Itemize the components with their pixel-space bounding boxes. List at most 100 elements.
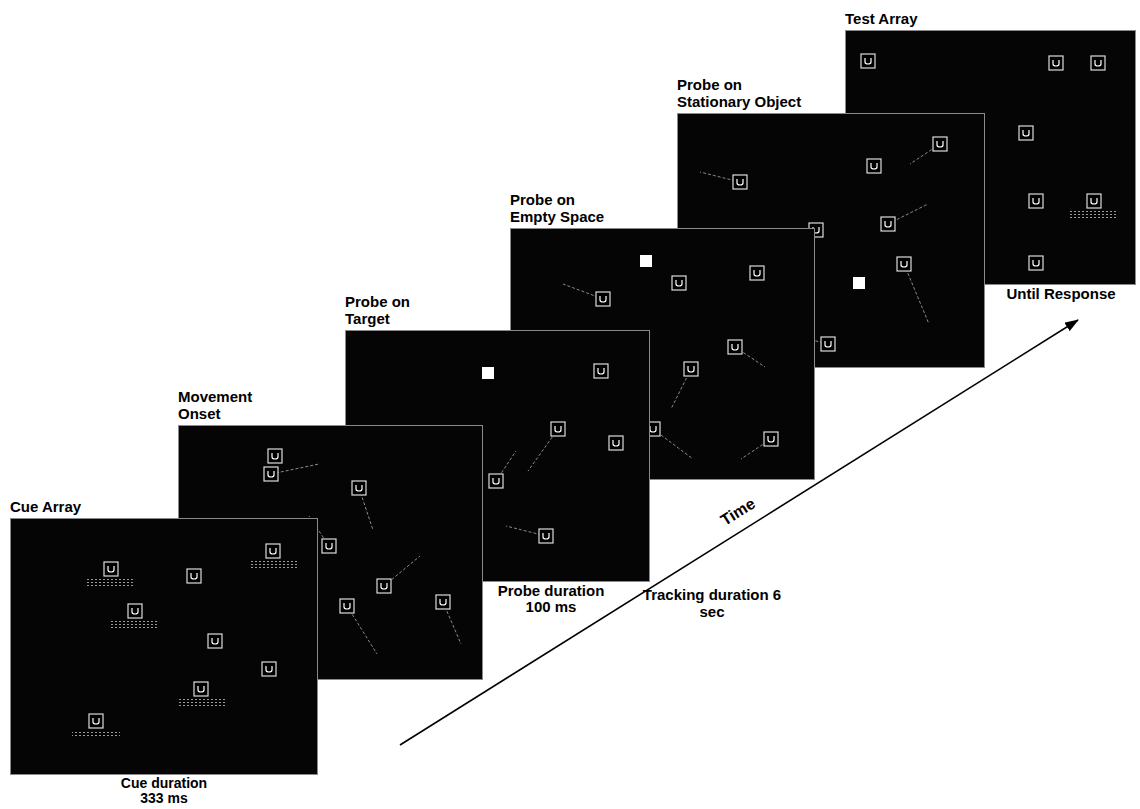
tracked-object (277, 543, 291, 557)
tracked-object (672, 276, 686, 290)
object-glyph (413, 528, 419, 534)
object-box (609, 436, 623, 450)
object-box (809, 223, 823, 237)
object-glyph (768, 436, 774, 442)
tracked-object (867, 159, 881, 173)
object-glyph (1023, 130, 1029, 136)
display-frame (10, 518, 318, 775)
object-glyph (326, 543, 332, 549)
object-box (1029, 194, 1043, 208)
frame-heading: Probe on Empty Space (510, 192, 610, 225)
frame-heading: Cue Array (10, 499, 130, 516)
duration-note: Probe duration 100 ms (488, 583, 614, 615)
object-glyph (755, 311, 761, 317)
object-box (733, 175, 747, 189)
tracked-object (750, 266, 764, 280)
tracked-object (609, 436, 623, 450)
object-glyph (439, 440, 445, 446)
tracked-object (264, 467, 278, 481)
tracked-object (733, 175, 747, 189)
tracked-object (89, 714, 103, 728)
object-glyph (493, 478, 499, 484)
probe-square (640, 255, 652, 267)
object-box (104, 562, 118, 576)
duration-note: Cue duration 333 ms (109, 776, 219, 806)
object-glyph (676, 280, 682, 286)
object-glyph (598, 368, 604, 374)
object-box (266, 544, 280, 558)
cue-flicker (72, 731, 120, 738)
cue-flicker (1070, 211, 1118, 218)
tracked-object (594, 364, 608, 378)
object-box (539, 529, 553, 543)
tracked-object (933, 137, 947, 151)
tracked-object (187, 569, 201, 583)
object-glyph (568, 402, 574, 408)
object-glyph (600, 296, 606, 302)
object-box (596, 292, 610, 306)
object-box (187, 569, 201, 583)
tracked-object (809, 223, 823, 237)
object-box (672, 276, 686, 290)
object-glyph (272, 453, 278, 459)
object-glyph (865, 58, 871, 64)
tracked-object (409, 524, 423, 538)
object-box (264, 467, 278, 481)
object-box (340, 599, 354, 613)
object-glyph (613, 440, 619, 446)
tracked-object (564, 398, 578, 412)
object-box (821, 337, 835, 351)
object-box (751, 307, 765, 321)
object-glyph (344, 603, 350, 609)
tracked-object (596, 292, 610, 306)
object-glyph (937, 141, 943, 147)
axis-label: Time (708, 489, 768, 536)
tracked-object (435, 436, 449, 450)
object-glyph (268, 471, 274, 477)
tracked-object (861, 54, 875, 68)
object-glyph (813, 227, 819, 233)
object-box (435, 436, 449, 450)
tracked-object (897, 257, 911, 271)
object-box (352, 481, 366, 495)
tracked-object (128, 604, 142, 618)
tracked-object (764, 432, 778, 446)
motion-trail (571, 385, 611, 405)
tracked-object (266, 544, 280, 558)
object-glyph (440, 599, 446, 605)
tracked-object (881, 217, 895, 231)
duration-note: Until Response (996, 286, 1126, 302)
object-box (897, 257, 911, 271)
object-box (684, 362, 698, 376)
object-glyph (650, 426, 656, 432)
object-box (1019, 126, 1033, 140)
object-box (489, 474, 503, 488)
object-box (1091, 56, 1105, 70)
object-glyph (266, 666, 272, 672)
tracked-object (268, 449, 282, 463)
object-box (764, 432, 778, 446)
object-glyph (381, 583, 387, 589)
tracked-object (1029, 256, 1043, 270)
tracked-object (489, 474, 503, 488)
object-glyph (871, 163, 877, 169)
motion-trail (904, 264, 929, 324)
probe-square (853, 277, 865, 289)
object-glyph (885, 221, 891, 227)
object-box (881, 217, 895, 231)
tracked-object (684, 362, 698, 376)
object-glyph (901, 261, 907, 267)
cue-flicker (87, 579, 135, 586)
tracked-object (377, 579, 391, 593)
object-glyph (1033, 198, 1039, 204)
tracked-object (879, 164, 893, 178)
object-box (551, 422, 565, 436)
frame-panel: Cue ArrayCue duration 333 ms (10, 499, 318, 807)
object-glyph (281, 547, 287, 553)
object-glyph (1091, 198, 1097, 204)
object-glyph (108, 566, 114, 572)
object-glyph (883, 168, 889, 174)
object-box (861, 54, 875, 68)
cue-flicker (177, 699, 225, 706)
object-glyph (270, 548, 276, 554)
